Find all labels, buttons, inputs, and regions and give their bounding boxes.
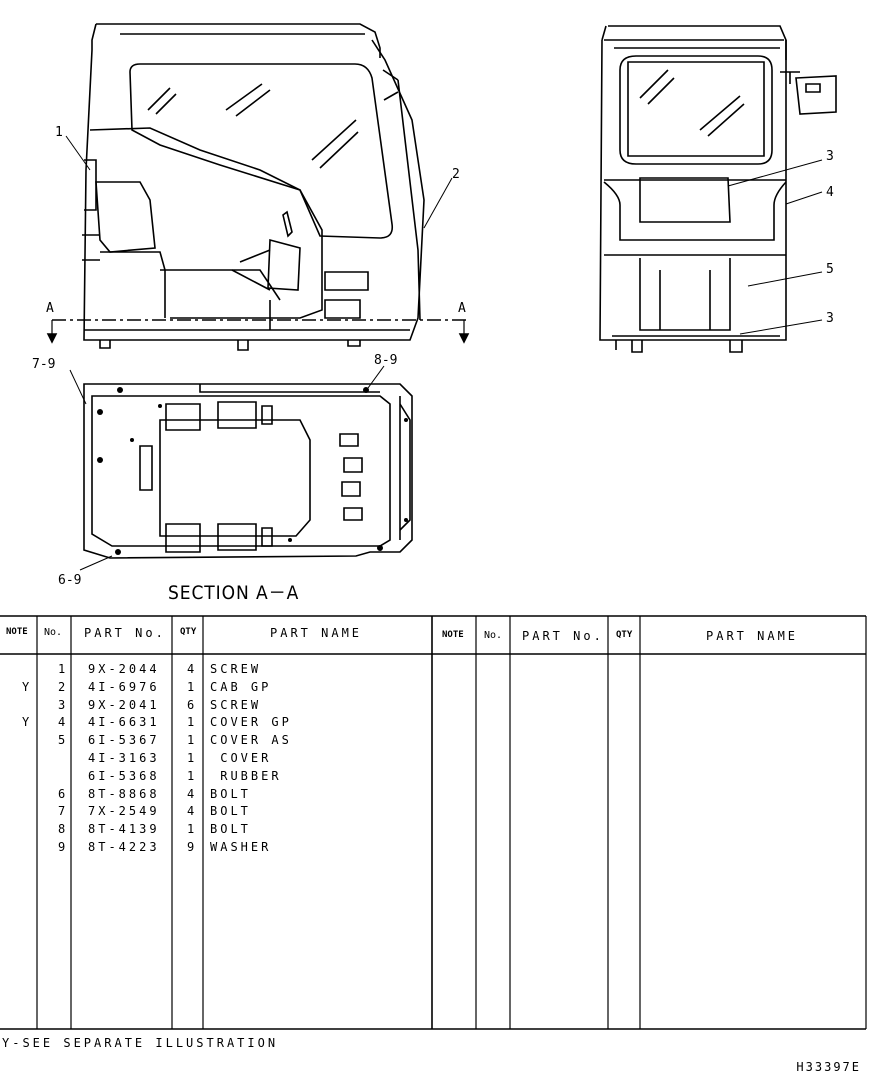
callout-6-9: 6-9 bbox=[58, 573, 81, 588]
row-qty: 1 bbox=[187, 679, 198, 694]
header-part-no: PART No. bbox=[84, 626, 166, 640]
callout-2: 2 bbox=[452, 167, 460, 182]
header-no-right: No. bbox=[484, 630, 503, 641]
row-qty: 4 bbox=[187, 662, 198, 676]
row-note: Y bbox=[22, 679, 33, 694]
row-qty: 1 bbox=[187, 733, 198, 748]
row-item-no: 7 bbox=[58, 804, 69, 819]
row-part-no: 8T-8868 bbox=[88, 786, 160, 801]
section-marker-left: A bbox=[46, 301, 54, 316]
section-aa-view bbox=[83, 383, 413, 559]
row-part-no: 9X-2044 bbox=[88, 662, 160, 676]
row-item-no: 2 bbox=[58, 679, 69, 694]
row-part-name: BOLT bbox=[210, 804, 251, 819]
row-part-no: 4I-3163 bbox=[88, 751, 160, 765]
callout-4: 4 bbox=[826, 185, 834, 200]
row-item-no: 4 bbox=[58, 715, 69, 730]
header-note: NOTE bbox=[6, 627, 28, 637]
header-no: No. bbox=[44, 627, 63, 638]
row-qty: 1 bbox=[187, 751, 198, 765]
row-part-name: COVER GP bbox=[210, 715, 292, 730]
callout-3-top: 3 bbox=[826, 149, 834, 164]
row-part-no: 8T-4139 bbox=[88, 822, 160, 837]
row-part-name: SCREW bbox=[210, 697, 262, 712]
row-part-no: 6I-5368 bbox=[88, 768, 160, 783]
row-qty: 1 bbox=[187, 768, 198, 783]
cab-front-view bbox=[599, 25, 837, 353]
header-part-name-right: PART NAME bbox=[706, 629, 799, 643]
row-part-name: SCREW bbox=[210, 662, 262, 676]
row-item-no: 8 bbox=[58, 822, 69, 837]
row-item-no: 3 bbox=[58, 697, 69, 712]
section-title: SECTION A－A bbox=[168, 582, 300, 604]
callout-3-bottom: 3 bbox=[826, 311, 834, 326]
parts-table-grid bbox=[0, 615, 867, 1030]
row-qty: 1 bbox=[187, 715, 198, 730]
row-item-no: 5 bbox=[58, 733, 69, 748]
header-part-name: PART NAME bbox=[270, 626, 363, 640]
row-part-no: 7X-2549 bbox=[88, 804, 160, 819]
row-qty: 4 bbox=[187, 804, 198, 819]
callout-1: 1 bbox=[55, 125, 63, 140]
header-part-no-right: PART No. bbox=[522, 629, 604, 643]
callout-8-9: 8-9 bbox=[374, 353, 397, 368]
cab-illustration: 1 2 3 4 5 3 A A 7-9 8-9 6-9 bbox=[32, 23, 837, 588]
row-part-name: RUBBER bbox=[210, 768, 282, 783]
section-marker-right: A bbox=[458, 301, 466, 316]
illustration-code: H33397E bbox=[796, 1060, 861, 1074]
header-qty-right: QTY bbox=[616, 630, 633, 640]
row-qty: 9 bbox=[187, 840, 198, 854]
row-item-no: 1 bbox=[58, 662, 69, 676]
row-note: Y bbox=[22, 715, 33, 730]
row-part-name: WASHER bbox=[210, 840, 272, 854]
row-part-name: BOLT bbox=[210, 822, 251, 837]
row-part-name: COVER AS bbox=[210, 733, 292, 748]
callout-7-9: 7-9 bbox=[32, 357, 55, 372]
row-qty: 4 bbox=[187, 786, 198, 801]
cab-side-view bbox=[82, 23, 425, 351]
row-part-no: 4I-6976 bbox=[88, 679, 160, 694]
row-part-no: 8T-4223 bbox=[88, 840, 160, 854]
row-qty: 1 bbox=[187, 822, 198, 837]
row-part-no: 6I-5367 bbox=[88, 733, 160, 748]
row-qty: 6 bbox=[187, 697, 198, 712]
footer-note: Y-SEE SEPARATE ILLUSTRATION bbox=[2, 1036, 279, 1050]
row-item-no: 6 bbox=[58, 786, 69, 801]
row-part-no: 4I-6631 bbox=[88, 715, 160, 730]
header-note-right: NOTE bbox=[442, 630, 464, 640]
callout-5: 5 bbox=[826, 262, 834, 277]
row-part-name: BOLT bbox=[210, 786, 251, 801]
row-part-name: COVER bbox=[210, 751, 272, 765]
row-item-no: 9 bbox=[58, 840, 69, 854]
row-part-no: 9X-2041 bbox=[88, 697, 160, 712]
header-qty: QTY bbox=[180, 627, 197, 637]
row-part-name: CAB GP bbox=[210, 679, 272, 694]
